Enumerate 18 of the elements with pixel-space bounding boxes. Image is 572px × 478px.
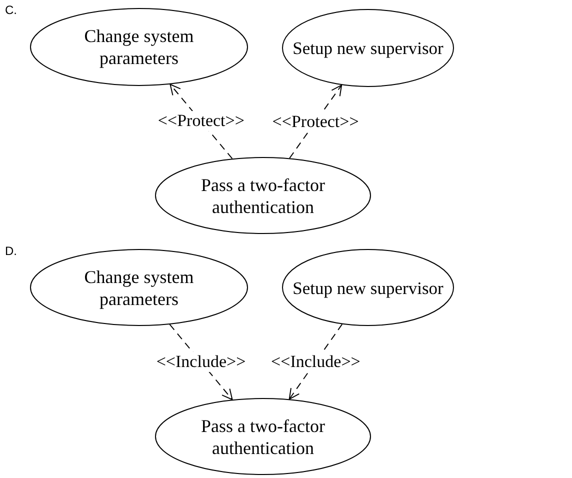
use-case-ellipse — [30, 8, 248, 86]
use-case-name: Pass a two-factor authentication — [200, 414, 326, 458]
use-case-name: Change system parameters — [83, 266, 195, 310]
diagram-option-label: C. — [5, 3, 17, 17]
diagram-option-label: D. — [5, 244, 17, 258]
stereotype-label: <<Include>> — [270, 352, 362, 372]
stereotype-label: <<Include>> — [155, 352, 247, 372]
use-case-name: Pass a two-factor authentication — [200, 174, 326, 218]
use-case-ellipse — [282, 9, 454, 87]
use-case-ellipse — [282, 249, 454, 326]
use-case-ellipse — [155, 157, 371, 234]
use-case-name: Setup new supervisor — [292, 37, 444, 59]
use-case-name: Setup new supervisor — [292, 276, 444, 298]
use-case-name: Change system parameters — [83, 25, 195, 69]
use-case-ellipse — [30, 249, 248, 326]
use-case-ellipse — [155, 398, 371, 475]
stereotype-label: <<Protect>> — [271, 112, 360, 132]
stereotype-label: <<Protect>> — [156, 111, 246, 132]
